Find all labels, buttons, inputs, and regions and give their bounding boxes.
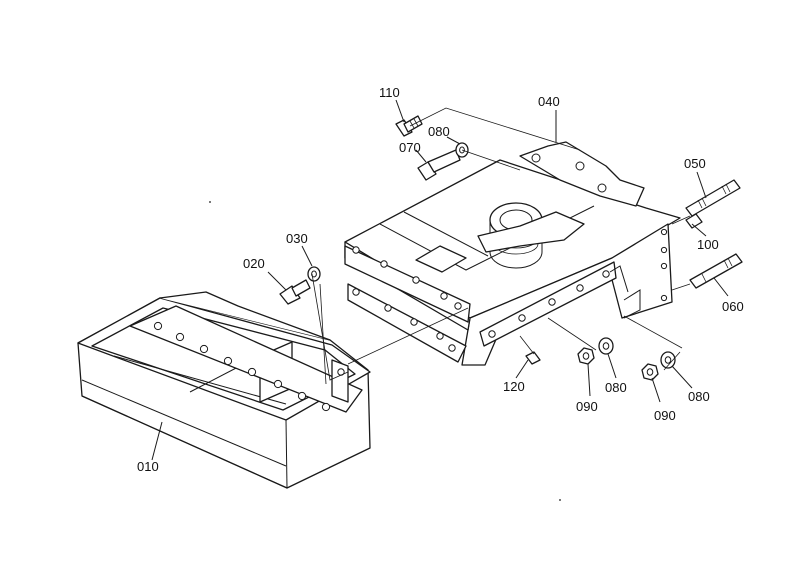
- scan-speck: [559, 499, 561, 501]
- scan-speck: [209, 201, 211, 203]
- callout-050: 050: [684, 156, 706, 171]
- callout-110: 110: [379, 85, 400, 100]
- part-090-nut-b: [641, 363, 659, 381]
- part-030-washer: [307, 266, 321, 282]
- callout-010: 010: [137, 459, 159, 474]
- callout-080-a: 080: [605, 380, 627, 395]
- callout-080-b: 080: [688, 389, 710, 404]
- assembly-lines: [311, 107, 691, 385]
- callout-080-top: 080: [428, 124, 450, 139]
- callout-040: 040: [538, 94, 560, 109]
- part-040-main-frame: [344, 141, 681, 366]
- part-060-stud: [689, 253, 743, 289]
- part-110-bolt: [395, 115, 423, 137]
- callout-120: 120: [503, 379, 525, 394]
- leader-lines: [151, 99, 729, 461]
- part-090-nut-a: [577, 347, 595, 365]
- part-120-bolt: [525, 351, 541, 365]
- callout-060: 060: [722, 299, 744, 314]
- callout-100: 100: [697, 237, 719, 252]
- part-020-bolt: [279, 279, 311, 305]
- part-080-washer-a: [598, 337, 614, 355]
- part-080-washer-b: [660, 351, 676, 369]
- part-050-stud: [685, 179, 741, 217]
- callout-020: 020: [243, 256, 265, 271]
- callout-070: 070: [399, 140, 421, 155]
- part-100-pin: [685, 213, 703, 229]
- callout-030: 030: [286, 231, 308, 246]
- part-070-bolt: [417, 149, 461, 181]
- callout-090-b: 090: [654, 408, 676, 423]
- part-010-base-tray: [77, 291, 371, 489]
- callout-090-a: 090: [576, 399, 598, 414]
